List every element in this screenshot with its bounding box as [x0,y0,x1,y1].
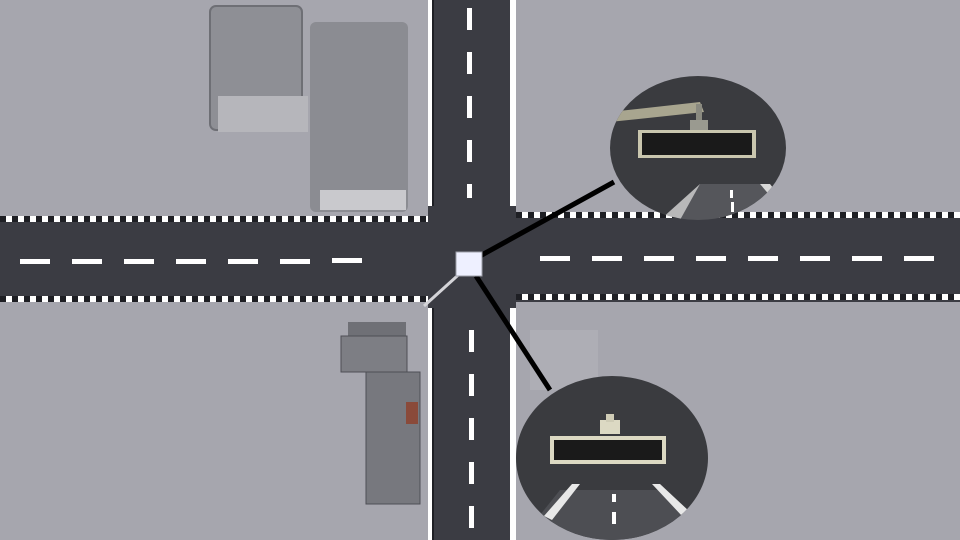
building-tall [209,5,408,212]
camera-view-bottom [516,376,708,540]
lane-markings-vertical [467,8,474,528]
lane-markings-horizontal [20,256,934,264]
connector-line-top [478,179,616,259]
building-low-complex [340,322,421,505]
camera-marker[interactable] [455,251,483,277]
connector-line-bottom [473,274,553,392]
